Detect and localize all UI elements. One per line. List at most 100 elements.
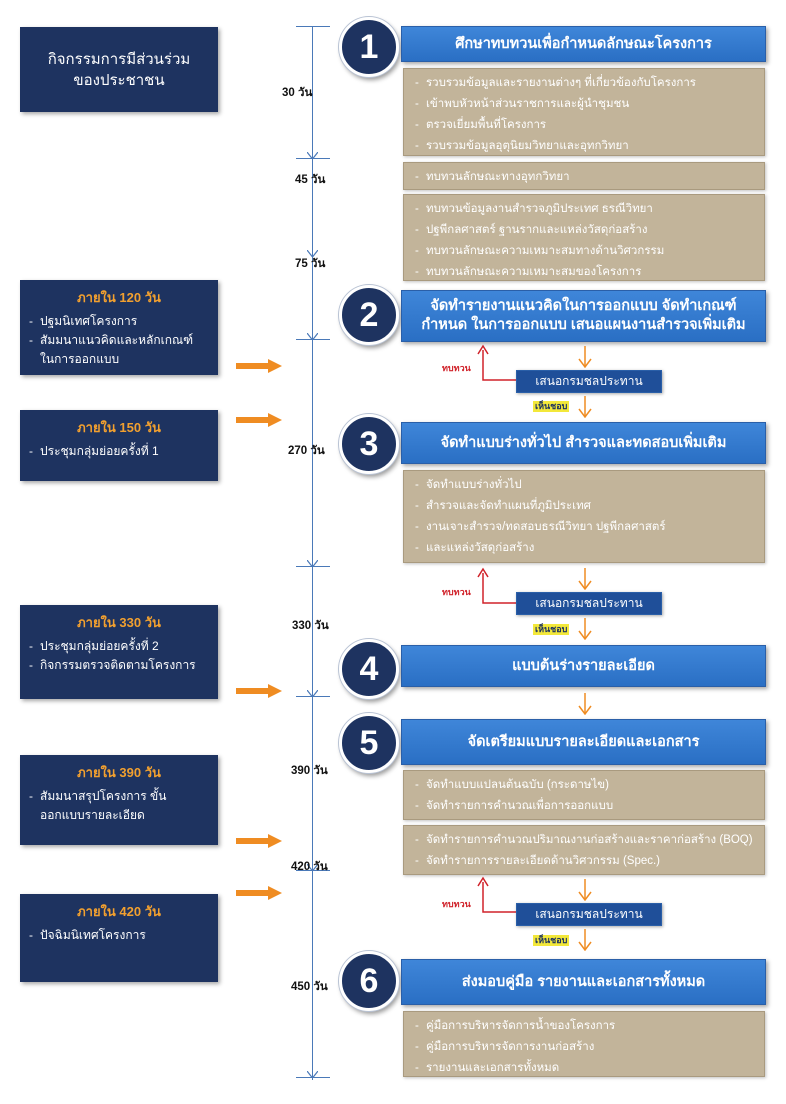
revise-arrow-icon bbox=[477, 567, 516, 604]
participation-title: ภายใน 120 วัน bbox=[77, 290, 161, 305]
task-item: จัดทำรายการรายละเอียดด้านวิศวกรรม (Spec.… bbox=[415, 851, 764, 872]
stage-title-1: ศึกษาทบทวนเพื่อกำหนดลักษณะโครงการ bbox=[401, 26, 766, 62]
participation-title: ภายใน 330 วัน bbox=[77, 615, 161, 630]
participation-box-390: ภายใน 390 วัน สัมมนาสรุปโครงการ ขั้นออกแ… bbox=[20, 755, 218, 845]
main-title-line1: กิจกรรมการมีส่วนร่วม bbox=[47, 50, 191, 68]
down-arrow-icon bbox=[578, 346, 592, 368]
approve-label: เห็นชอบ bbox=[533, 624, 570, 635]
task-box-6: จัดทำรายการคำนวณปริมาณงานก่อสร้างและราคา… bbox=[403, 825, 765, 875]
task-item: และแหล่งวัสดุก่อสร้าง bbox=[415, 538, 764, 559]
down-arrow-icon bbox=[578, 568, 592, 590]
participation-box-120: ภายใน 120 วัน ปฐมนิเทศโครงการ สัมมนาแนวค… bbox=[20, 280, 218, 375]
stage-title-3: จัดทำแบบร่างทั่วไป สำรวจและทดสอบเพิ่มเติ… bbox=[401, 422, 766, 464]
submit-to-rid-box: เสนอกรมชลประทาน bbox=[516, 370, 662, 393]
participation-box-420: ภายใน 420 วัน ปัจฉิมนิเทศโครงการ bbox=[20, 894, 218, 982]
participation-item: สัมมนาแนวคิดและหลักเกณฑ์ ในการออกแบบ bbox=[29, 331, 200, 369]
approve-label: เห็นชอบ bbox=[533, 935, 570, 946]
stage-number-5: 5 bbox=[339, 713, 399, 773]
down-arrow-icon bbox=[578, 396, 592, 418]
revise-label: ทบทวน bbox=[442, 363, 471, 373]
timeline-axis bbox=[312, 26, 313, 1080]
chevron-down-icon bbox=[307, 333, 318, 340]
revise-arrow-icon bbox=[477, 876, 516, 913]
revise-arrow-icon bbox=[477, 344, 516, 381]
participation-item: ประชุมกลุ่มย่อยครั้งที่ 1 bbox=[29, 442, 218, 461]
public-participation-header: กิจกรรมการมีส่วนร่วม ของประชาชน bbox=[20, 27, 218, 112]
approve-label: เห็นชอบ bbox=[533, 401, 570, 412]
stage-number-4: 4 bbox=[339, 639, 399, 699]
day-label: 30 วัน bbox=[282, 87, 313, 99]
task-item: คู่มือการบริหารจัดการงานก่อสร้าง bbox=[415, 1037, 764, 1058]
stage-number-6: 6 bbox=[339, 951, 399, 1011]
participation-item: กิจกรรมตรวจติดตามโครงการ bbox=[29, 656, 218, 675]
chevron-down-icon bbox=[307, 250, 318, 257]
task-item: รวบรวมข้อมูลและรายงานต่างๆ ที่เกี่ยวข้อง… bbox=[415, 73, 764, 94]
day-label: 270 วัน bbox=[288, 445, 325, 457]
participation-title: ภายใน 420 วัน bbox=[77, 904, 161, 919]
orange-arrow-icon bbox=[236, 886, 282, 900]
stage-title-5: จัดเตรียมแบบรายละเอียดและเอกสาร bbox=[401, 719, 766, 765]
task-item: งานเจาะสำรวจ/ทดสอบธรณีวิทยา ปฐพีกลศาสตร์ bbox=[415, 517, 764, 538]
stage-title-2: จัดทำรายงานแนวคิดในการออกแบบ จัดทำเกณฑ์ก… bbox=[401, 290, 766, 342]
task-item: ทบทวนลักษณะความเหมาะสมของโครงการ bbox=[415, 262, 764, 283]
participation-title: ภายใน 150 วัน bbox=[77, 420, 161, 435]
task-item: ทบทวนข้อมูลงานสำรวจภูมิประเทศ ธรณีวิทยา bbox=[415, 199, 764, 220]
task-item: สำรวจและจัดทำแผนที่ภูมิประเทศ bbox=[415, 496, 764, 517]
day-label: 75 วัน bbox=[295, 258, 326, 270]
task-item: จัดทำแบบร่างทั่วไป bbox=[415, 475, 764, 496]
task-item: ทบทวนลักษณะทางอุทกวิทยา bbox=[415, 167, 764, 188]
task-box-4: จัดทำแบบร่างทั่วไป สำรวจและจัดทำแผนที่ภู… bbox=[403, 470, 765, 563]
down-arrow-icon bbox=[578, 693, 592, 715]
stage-number-3: 3 bbox=[339, 414, 399, 474]
day-label: 390 วัน bbox=[291, 765, 328, 777]
participation-item: ปัจฉิมนิเทศโครงการ bbox=[29, 926, 218, 945]
day-label: 420 วัน bbox=[291, 861, 328, 873]
stage-number-1: 1 bbox=[339, 17, 399, 77]
orange-arrow-icon bbox=[236, 359, 282, 373]
task-box-7: คู่มือการบริหารจัดการน้ำของโครงการ คู่มื… bbox=[403, 1011, 765, 1079]
task-box-5: จัดทำแบบแปลนต้นฉบับ (กระดาษไข) จัดทำรายก… bbox=[403, 770, 765, 820]
down-arrow-icon bbox=[578, 929, 592, 951]
revise-label: ทบทวน bbox=[442, 587, 471, 597]
task-item: จัดทำรายการคำนวณเพื่อการออกแบบ bbox=[415, 796, 764, 817]
task-item: ปฐพีกลศาสตร์ ฐานรากและแหล่งวัสดุก่อสร้าง bbox=[415, 220, 764, 241]
chevron-down-icon bbox=[307, 864, 318, 871]
submit-to-rid-box: เสนอกรมชลประทาน bbox=[516, 903, 662, 926]
down-arrow-icon bbox=[578, 618, 592, 640]
task-item: ตรวจเยี่ยมพื้นที่โครงการ bbox=[415, 115, 764, 136]
participation-box-330: ภายใน 330 วัน ประชุมกลุ่มย่อยครั้งที่ 2 … bbox=[20, 605, 218, 699]
participation-title: ภายใน 390 วัน bbox=[77, 765, 161, 780]
day-label: 330 วัน bbox=[292, 620, 329, 632]
participation-item: ประชุมกลุ่มย่อยครั้งที่ 2 bbox=[29, 637, 218, 656]
chevron-down-icon bbox=[307, 560, 318, 567]
participation-box-150: ภายใน 150 วัน ประชุมกลุ่มย่อยครั้งที่ 1 bbox=[20, 410, 218, 481]
chevron-down-icon bbox=[307, 690, 318, 697]
orange-arrow-icon bbox=[236, 684, 282, 698]
orange-arrow-icon bbox=[236, 834, 282, 848]
task-item: จัดทำแบบแปลนต้นฉบับ (กระดาษไข) bbox=[415, 775, 764, 796]
stage-title-6: ส่งมอบคู่มือ รายงานและเอกสารทั้งหมด bbox=[401, 959, 766, 1005]
task-box-1: รวบรวมข้อมูลและรายงานต่างๆ ที่เกี่ยวข้อง… bbox=[403, 68, 765, 157]
participation-item: สัมมนาสรุปโครงการ ขั้นออกแบบรายละเอียด bbox=[29, 787, 180, 825]
down-arrow-icon bbox=[578, 879, 592, 901]
stage-title-4: แบบต้นร่างรายละเอียด bbox=[401, 645, 766, 687]
orange-arrow-icon bbox=[236, 413, 282, 427]
task-item: เข้าพบหัวหน้าส่วนราชการและผู้นำชุมชน bbox=[415, 94, 764, 115]
chevron-down-icon bbox=[307, 152, 318, 159]
day-label: 450 วัน bbox=[291, 981, 328, 993]
task-item: จัดทำรายการคำนวณปริมาณงานก่อสร้างและราคา… bbox=[415, 830, 764, 851]
submit-to-rid-box: เสนอกรมชลประทาน bbox=[516, 592, 662, 615]
task-box-3: ทบทวนข้อมูลงานสำรวจภูมิประเทศ ธรณีวิทยา … bbox=[403, 194, 765, 283]
task-box-2: ทบทวนลักษณะทางอุทกวิทยา bbox=[403, 162, 765, 190]
task-item: รายงานและเอกสารทั้งหมด bbox=[415, 1058, 764, 1079]
task-item: ทบทวนลักษณะความเหมาะสมทางด้านวิศวกรรม bbox=[415, 241, 764, 262]
main-title-line2: ของประชาชน bbox=[73, 71, 165, 89]
task-item: รวบรวมข้อมูลอุตุนิยมวิทยาและอุทกวิทยา bbox=[415, 136, 764, 157]
stage-number-2: 2 bbox=[339, 285, 399, 345]
timeline-tick bbox=[296, 26, 330, 27]
task-item: คู่มือการบริหารจัดการน้ำของโครงการ bbox=[415, 1016, 764, 1037]
revise-label: ทบทวน bbox=[442, 899, 471, 909]
participation-item: ปฐมนิเทศโครงการ bbox=[29, 312, 218, 331]
day-label: 45 วัน bbox=[295, 174, 326, 186]
